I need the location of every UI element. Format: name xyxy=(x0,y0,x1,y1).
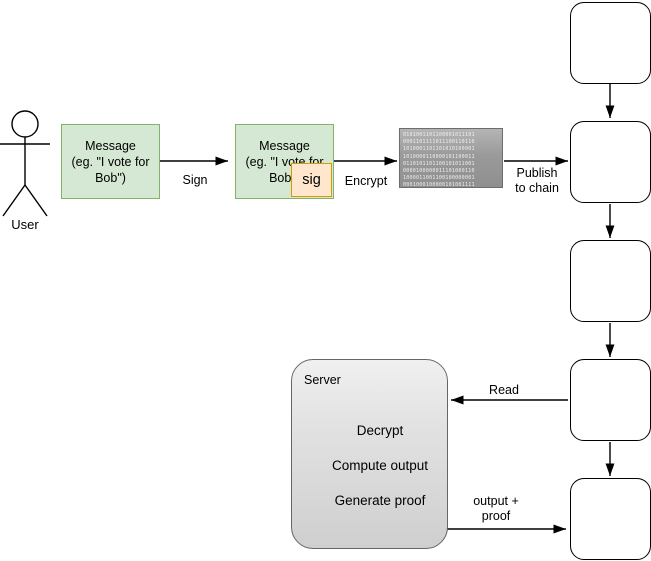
sign-edge-label: Sign xyxy=(182,173,208,187)
cipher-line: 1000011001100100000001 xyxy=(403,175,475,182)
cipher-line: 0101001101100001011101 xyxy=(403,132,475,138)
read-edge-label: Read xyxy=(489,383,519,397)
cipher-line: 1010001101101010100001 xyxy=(403,146,475,153)
chain-block-4 xyxy=(570,359,651,441)
signature-box: sig xyxy=(291,163,332,197)
stick-figure-user-icon xyxy=(0,110,50,217)
chain-block-5 xyxy=(570,478,651,560)
cipher-line: 0110101101100101011001 xyxy=(403,160,475,167)
encrypt-edge-label: Encrypt xyxy=(344,174,388,188)
ciphertext-block: 0101001101100001011101 00011011110111001… xyxy=(399,128,503,188)
cipher-line: 0001101111011100110110 xyxy=(403,139,475,146)
chain-block-1 xyxy=(570,2,651,84)
publish-to-chain-edge-label: Publish to chain xyxy=(515,166,559,195)
cipher-line: 1010000110000101100011 xyxy=(403,153,475,160)
chain-block-2 xyxy=(570,121,651,203)
server-step-decrypt: Decrypt xyxy=(356,423,404,438)
server-step-generate-proof: Generate proof xyxy=(334,493,426,508)
server-container xyxy=(291,359,448,549)
output-proof-edge-label: output + proof xyxy=(473,494,519,523)
cipher-line: 0001000100000101001111 xyxy=(403,182,475,188)
cipher-line: 0000100000011101000110 xyxy=(403,168,475,175)
message-plain-box: Message (eg. "I vote for Bob") xyxy=(61,124,160,199)
actor-user-label: User xyxy=(11,217,39,232)
server-title: Server xyxy=(304,373,341,387)
chain-block-3 xyxy=(570,240,651,322)
server-step-compute-output: Compute output xyxy=(331,458,429,473)
